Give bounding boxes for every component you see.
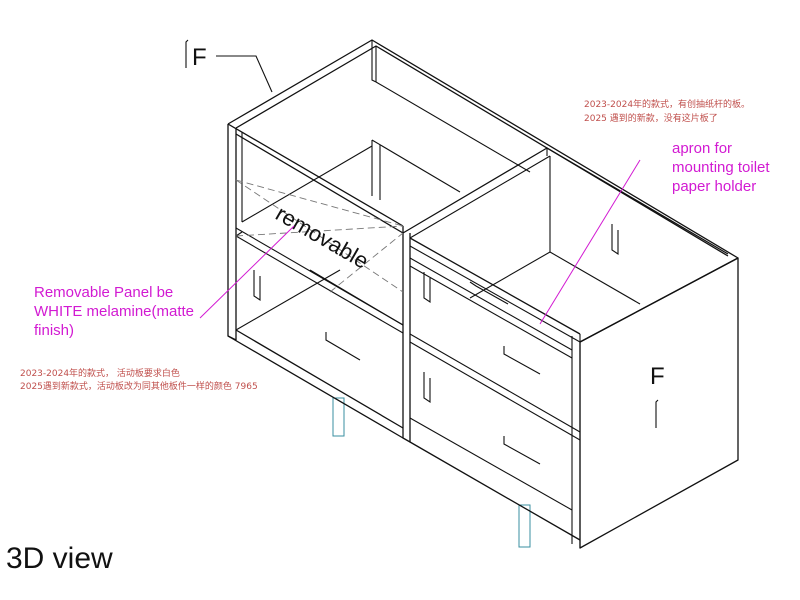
- view-title: 3D view: [6, 542, 113, 575]
- note-line: 2023-2024年的款式， 活动板要求白色: [20, 367, 180, 379]
- note-line: 2025遇到新款式，活动板改为同其他板件一样的颜色 7965: [20, 380, 258, 392]
- annotation-line: Removable Panel be: [34, 284, 173, 301]
- apron-annotation: apron for mounting toilet paper holder: [539, 140, 770, 325]
- annotation-line: apron for: [672, 140, 732, 157]
- leg-front-right: [518, 504, 531, 548]
- note-line: 2023-2024年的款式，有创抽纸杆的板。: [584, 98, 750, 110]
- annotation-line: paper holder: [672, 178, 756, 195]
- annotation-line: finish): [34, 322, 74, 339]
- f-leader-line: [216, 55, 273, 93]
- annotation-line: WHITE melamine(matte: [34, 303, 194, 320]
- annotation-line: mounting toilet: [672, 159, 770, 176]
- note-left: 2023-2024年的款式， 活动板要求白色 2025遇到新款式，活动板改为同其…: [20, 367, 258, 392]
- legs: [332, 397, 531, 548]
- note-right: 2023-2024年的款式，有创抽纸杆的板。 2025 遇到的新款，没有这片板了: [584, 98, 750, 124]
- removable-label: removable: [272, 201, 373, 274]
- fastener-marks: [185, 39, 659, 465]
- removable-panel-diagonals: [235, 179, 404, 293]
- f-top-label: F: [192, 44, 207, 71]
- cabinet-outline: [227, 39, 739, 549]
- f-side-label: F: [650, 363, 665, 390]
- leg-front-left: [332, 397, 345, 437]
- removable-panel-annotation: Removable Panel be WHITE melamine(matte …: [34, 225, 295, 339]
- note-line: 2025 遇到的新款，没有这片板了: [584, 112, 718, 124]
